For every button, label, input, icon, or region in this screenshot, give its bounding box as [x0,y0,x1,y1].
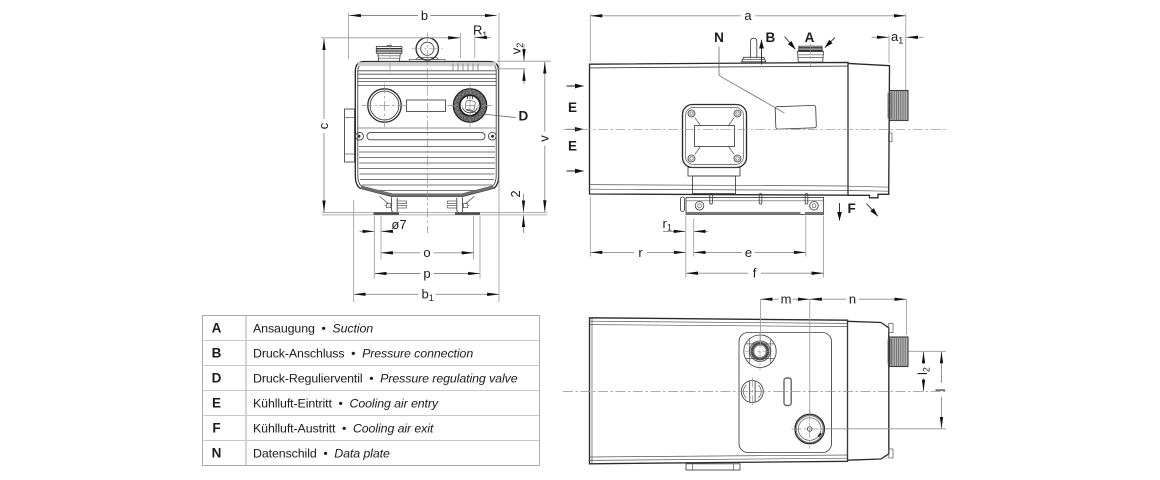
svg-text:Datenschild • Data plate: Datenschild • Data plate [253,447,390,461]
svg-text:N: N [212,446,222,461]
svg-text:a: a [744,8,752,23]
svg-text:Kühlluft-Eintritt • Cooling: Kühlluft-Eintritt • Cooling air entry [253,397,439,411]
svg-text:c: c [316,122,331,129]
svg-text:Ansaugung • Suction: Ansaugung • Suction [253,322,373,336]
svg-text:n: n [849,292,856,307]
svg-text:F: F [848,201,856,216]
svg-text:p: p [423,266,430,281]
svg-text:o: o [423,245,430,260]
svg-text:B: B [212,346,222,361]
svg-text:r1: r1 [663,216,672,233]
svg-text:D: D [212,371,222,386]
svg-text:A: A [212,321,222,336]
svg-text:v2: v2 [509,43,526,55]
svg-text:v: v [537,135,552,142]
svg-text:l2: l2 [915,367,932,375]
svg-text:F: F [212,421,220,436]
svg-text:E: E [212,396,221,411]
svg-text:2: 2 [508,190,523,197]
svg-text:E: E [568,100,577,115]
svg-text:A: A [805,30,815,45]
svg-text:a1: a1 [891,29,903,46]
svg-text:R: R [473,23,482,38]
svg-text:E: E [568,139,577,154]
svg-text:ø7: ø7 [391,217,406,232]
svg-text:f: f [753,266,757,281]
svg-text:Druck-Anschluss • Pressure c: Druck-Anschluss • Pressure connection [253,347,473,361]
svg-text:Druck-Regulierventil • Press: Druck-Regulierventil • Pressure regulati… [253,372,518,386]
svg-text:r: r [638,245,643,260]
svg-text:l: l [933,388,948,391]
svg-text:Kühlluft-Austritt • Cooling: Kühlluft-Austritt • Cooling air exit [253,422,434,436]
svg-text:e: e [745,245,752,260]
svg-text:m: m [781,292,792,307]
svg-text:B: B [766,30,776,45]
svg-text:b: b [421,8,428,23]
svg-text:b1: b1 [422,287,434,304]
svg-text:D: D [519,109,529,124]
svg-text:1: 1 [482,30,487,40]
svg-text:N: N [714,30,724,45]
